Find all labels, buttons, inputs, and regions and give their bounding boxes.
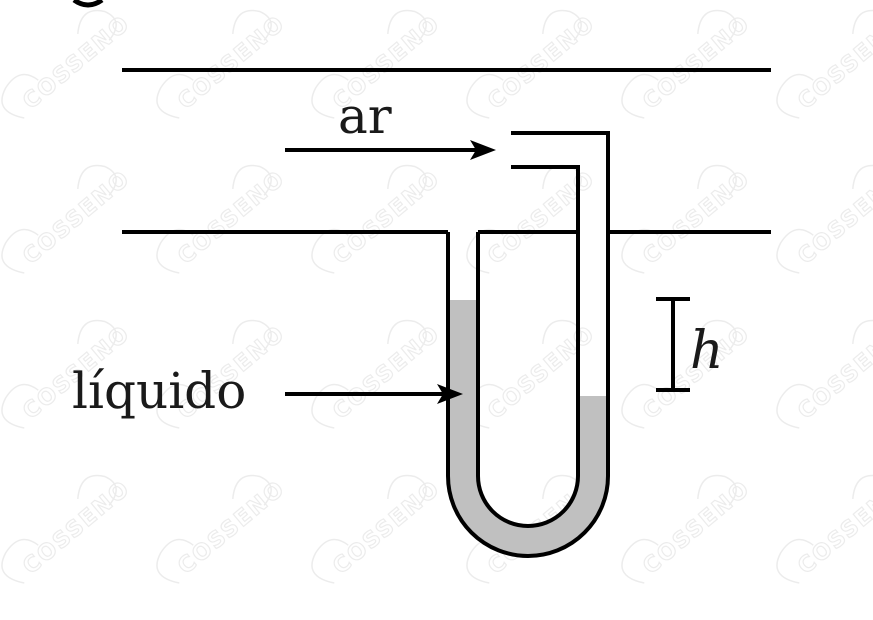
svg-text:COSSENO: COSSENO	[793, 166, 873, 270]
svg-text:COSSENO: COSSENO	[173, 166, 290, 270]
svg-text:COSSENO: COSSENO	[18, 476, 135, 580]
svg-text:COSSENO: COSSENO	[483, 166, 600, 270]
watermark-tile: COSSENO	[156, 474, 291, 584]
u-tube-outer-wall	[446, 131, 610, 558]
liquid-label: líquido	[72, 362, 246, 420]
liquid-column	[448, 300, 608, 556]
svg-text:COSSENO: COSSENO	[328, 166, 445, 270]
watermark-tile: COSSENO	[1, 164, 136, 274]
svg-text:COSSENO: COSSENO	[483, 11, 600, 115]
svg-text:COSSENO: COSSENO	[793, 476, 873, 580]
u-tube-inner-wall	[476, 165, 580, 528]
watermark-tile: COSSENO	[776, 319, 873, 429]
svg-text:COSSENO: COSSENO	[638, 166, 755, 270]
liquid-bend	[448, 476, 608, 556]
svg-text:COSSENO: COSSENO	[638, 11, 755, 115]
watermark-tile: COSSENO	[311, 474, 446, 584]
air-arrow	[285, 140, 496, 160]
u-tube	[446, 131, 610, 558]
watermark-tile: COSSENO	[311, 164, 446, 274]
height-marker	[656, 297, 690, 392]
height-label: h	[690, 321, 724, 381]
watermark-tile: COSSENO	[621, 9, 756, 119]
watermark-tile: COSSENO	[1, 474, 136, 584]
watermark-tile: COSSENO	[156, 164, 291, 274]
corner-glyph-fragment	[72, 0, 104, 8]
watermark-tile: COSSENO	[776, 9, 873, 119]
watermark-tile: COSSENO	[776, 164, 873, 274]
liquid-right-leg	[580, 396, 606, 478]
svg-text:COSSENO: COSSENO	[173, 11, 290, 115]
watermark-tile: COSSENO	[776, 474, 873, 584]
svg-text:COSSENO: COSSENO	[173, 476, 290, 580]
svg-text:COSSENO: COSSENO	[793, 321, 873, 425]
watermark-tile: COSSENO	[621, 474, 756, 584]
svg-text:COSSENO: COSSENO	[328, 476, 445, 580]
watermark-tile: COSSENO	[621, 319, 756, 429]
svg-text:COSSENO: COSSENO	[18, 11, 135, 115]
watermark-tile: COSSENO	[621, 164, 756, 274]
liquid-arrow	[285, 384, 463, 404]
liquid-left-leg	[450, 300, 476, 478]
svg-text:COSSENO: COSSENO	[793, 11, 873, 115]
air-label: ar	[338, 87, 392, 145]
watermark-tile: COSSENO	[311, 319, 446, 429]
watermark-tile: COSSENO	[156, 9, 291, 119]
watermark-tile: COSSENO	[1, 9, 136, 119]
watermark-tile: COSSENO	[466, 9, 601, 119]
svg-text:COSSENO: COSSENO	[328, 321, 445, 425]
svg-text:COSSENO: COSSENO	[638, 476, 755, 580]
svg-text:COSSENO: COSSENO	[18, 166, 135, 270]
